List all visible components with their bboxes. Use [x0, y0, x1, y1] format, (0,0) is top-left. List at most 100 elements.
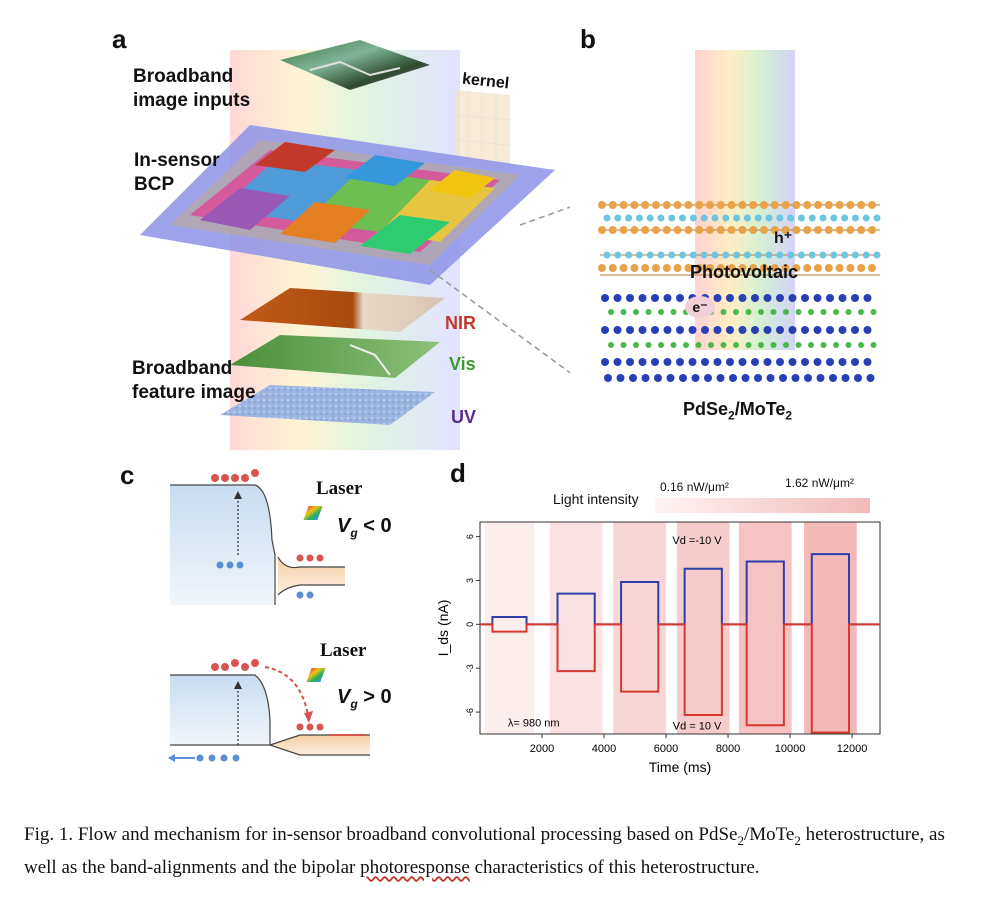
vd-positive-label: Vd = 10 V [673, 721, 722, 733]
panel-a-letter: a [112, 24, 127, 54]
pdse2-atom [868, 226, 876, 234]
bcp-pixel-grid [190, 142, 500, 254]
pdse2-atom [608, 264, 617, 272]
mote2-atom [716, 374, 725, 382]
band-nir: NIR [445, 313, 476, 333]
pdse2-atom [760, 264, 768, 272]
mote2-atom [713, 326, 722, 334]
te-atom [633, 309, 639, 315]
mote2-atom [676, 294, 684, 302]
pdse2-atom [770, 201, 779, 209]
se-atom [668, 251, 676, 259]
mote2-atom [738, 358, 747, 366]
mote2-atom [679, 374, 687, 382]
se-atom [776, 251, 784, 259]
te-atom [720, 309, 727, 315]
caption-part-2: /MoTe [743, 824, 795, 845]
mote2-atom [788, 326, 797, 334]
mote2-atom [616, 374, 625, 382]
te-atom [608, 309, 614, 315]
te-atom [620, 309, 627, 315]
panel-a-illustration [140, 40, 570, 450]
pdse2-atom [706, 264, 714, 272]
mote2-atom [826, 294, 834, 302]
pdse2-atom [857, 264, 866, 272]
pdse2-atom [695, 201, 704, 209]
pdse2-atom [716, 201, 725, 209]
te-atom [670, 309, 677, 315]
te-atom [833, 309, 839, 315]
mote2-atom [763, 358, 772, 366]
se-atom [689, 214, 697, 222]
te-atom [620, 342, 627, 348]
caption-part-4: characteristics of this heterostructure. [469, 856, 760, 878]
mote2-atom [704, 374, 712, 382]
mote2-atom [676, 326, 684, 334]
panel-b-illustration [598, 50, 881, 382]
mote2-atom [754, 374, 762, 382]
mote2-atom [613, 326, 622, 334]
te-atom [870, 342, 877, 348]
panel-d-letter: d [450, 458, 466, 488]
series-line [480, 623, 880, 734]
mote2-atom [701, 358, 709, 366]
inputs-label-line2: image inputs [133, 90, 251, 111]
pdse2-atom [846, 201, 855, 209]
mote2-atom [801, 358, 809, 366]
pdse2-atom [792, 201, 801, 209]
se-atom [862, 214, 870, 222]
te-atom [758, 309, 764, 315]
pdse2-atom [749, 226, 758, 234]
mote2-atom [751, 294, 759, 302]
mote2-atom [713, 358, 722, 366]
pdse2-atom [652, 201, 660, 209]
band-vis: Vis [449, 354, 476, 374]
caption-part-3: heterostructure, as well as the band-ali… [24, 824, 945, 878]
mote2-atom [651, 358, 659, 366]
pdse2-atom [608, 226, 617, 234]
x-tick-label: 10000 [775, 743, 806, 755]
mote2-atom [816, 374, 825, 382]
pdse2-atom [641, 264, 650, 272]
te-atom [770, 309, 777, 315]
pdse2-atom [598, 226, 606, 234]
heterostructure-atoms [598, 201, 881, 382]
pdse2-atom [619, 226, 628, 234]
mote2-atom [626, 294, 634, 302]
mote2-atom [826, 358, 834, 366]
mote2-atom [729, 374, 737, 382]
mote2-atom [663, 326, 672, 334]
te-atom [795, 309, 802, 315]
intensity-high-label: 1.62 nW/μm² [785, 476, 854, 490]
se-atom [808, 214, 816, 222]
laser-label-top: Laser [316, 478, 363, 499]
gate-symbol-bottom: V [337, 686, 351, 708]
se-atom [841, 251, 849, 259]
gate-symbol-top: V [337, 515, 351, 537]
intensity-gradient-bar [655, 498, 870, 513]
pdse2-atom [803, 264, 812, 272]
mote2-atom [676, 358, 684, 366]
mote2-atom [638, 358, 647, 366]
pdse2-atom [770, 226, 779, 234]
pdse2-atom [630, 264, 639, 272]
se-atom [679, 214, 687, 222]
mote2-atom [626, 326, 634, 334]
pdse2-atom [814, 226, 822, 234]
te-atom [608, 342, 614, 348]
mote2-atom [763, 326, 772, 334]
te-atom [658, 342, 664, 348]
se-atom [765, 214, 773, 222]
mote2-atom [813, 358, 822, 366]
pdse2-atom [630, 226, 639, 234]
se-atom [625, 251, 633, 259]
inputs-label-line1: Broadband [133, 66, 234, 87]
se-atom [700, 251, 708, 259]
pdse2-atom [857, 226, 866, 234]
pdse2-atom [868, 201, 876, 209]
pdse2-atom [760, 226, 768, 234]
se-atom [787, 251, 795, 259]
pdse2-atom [835, 201, 844, 209]
se-atom [646, 214, 654, 222]
light-pulse-band [738, 522, 792, 734]
